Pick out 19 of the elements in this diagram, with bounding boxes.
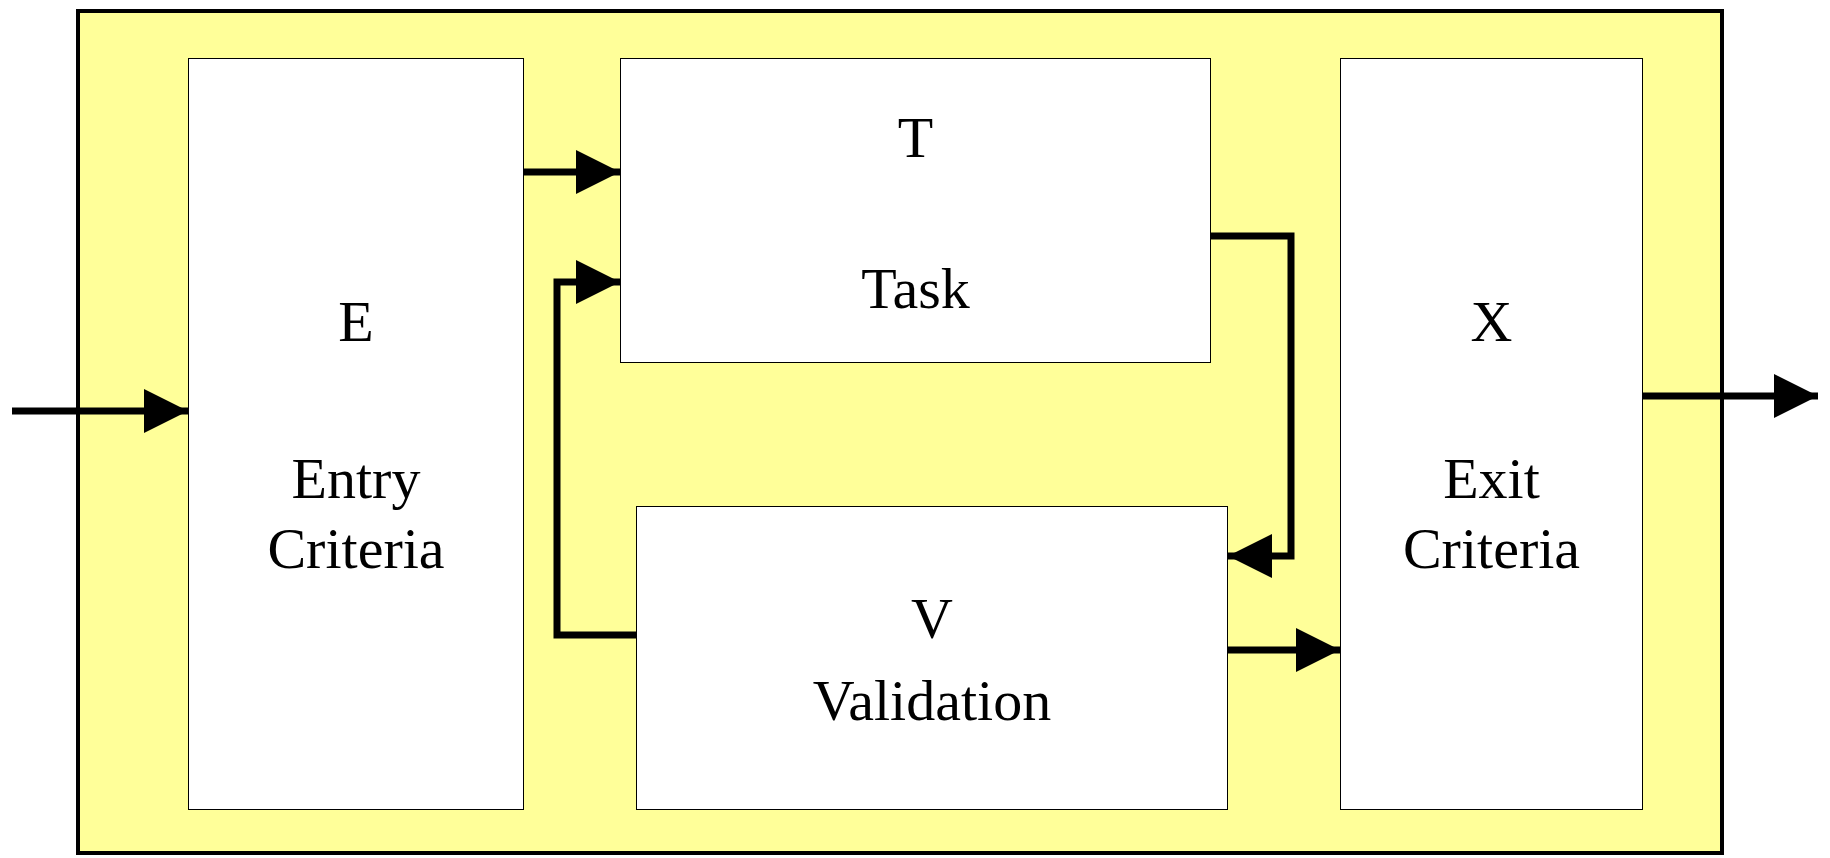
arrow — [1228, 628, 1340, 672]
box-label: Entry Criteria — [266, 445, 446, 583]
process-box — [620, 58, 1211, 363]
process-box — [1340, 58, 1643, 810]
box-letter: E — [337, 288, 375, 356]
arrow — [1643, 374, 1818, 418]
box-label: Validation — [811, 667, 1053, 735]
arrow — [1211, 232, 1295, 578]
box-label: Task — [860, 255, 971, 323]
box-letter: X — [1469, 288, 1514, 356]
process-box — [188, 58, 524, 810]
box-label: Exit Criteria — [1401, 445, 1582, 583]
container-box — [76, 9, 1724, 855]
box-letter: V — [910, 585, 954, 653]
process-box — [636, 506, 1228, 810]
arrow — [553, 260, 636, 639]
box-letter: T — [896, 104, 935, 172]
arrow — [524, 150, 620, 194]
arrow — [12, 389, 188, 433]
